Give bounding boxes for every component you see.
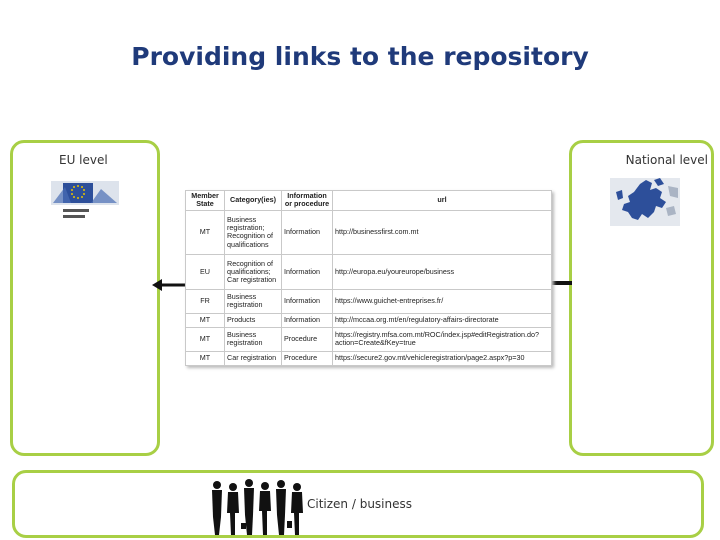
table-row: MT Business registration Procedure https…: [185, 326, 552, 353]
repository-table: Member State Category(ies) Information o…: [185, 190, 552, 366]
header-member-state: Member State: [185, 190, 225, 211]
cell-member-state: EU: [185, 254, 225, 290]
cell-member-state: MT: [185, 351, 225, 366]
cell-type: Information: [281, 312, 333, 328]
cell-member-state: MT: [185, 209, 225, 256]
cell-member-state: MT: [185, 312, 225, 328]
table-row: EU Recognition of qualifications; Car re…: [185, 254, 552, 290]
table-row: MT Car registration Procedure https://se…: [185, 351, 552, 366]
european-commission-logo-icon: [51, 181, 119, 218]
cell-type: Procedure: [281, 326, 333, 353]
cell-url[interactable]: http://businessfirst.com.mt: [332, 209, 552, 256]
header-info-procedure: Information or procedure: [281, 190, 333, 211]
citizen-business-panel: Citizen / business: [12, 470, 704, 538]
citizen-business-label: Citizen / business: [307, 497, 413, 511]
cell-type: Procedure: [281, 351, 333, 366]
people-silhouettes-icon: [212, 479, 303, 535]
page-title: Providing links to the repository: [131, 42, 589, 71]
cell-type: Information: [281, 288, 333, 314]
cell-category: Business registration; Recognition of qu…: [224, 209, 282, 256]
cell-url[interactable]: http://europa.eu/youreurope/business: [332, 254, 552, 290]
eu-level-panel: EU level: [10, 140, 160, 456]
cell-category: Business registration: [224, 326, 282, 353]
national-level-label: National level: [625, 153, 708, 167]
cell-type: Information: [281, 209, 333, 256]
header-categories: Category(ies): [224, 190, 282, 211]
cell-category: Recognition of qualifications; Car regis…: [224, 254, 282, 290]
cell-member-state: MT: [185, 326, 225, 353]
cell-category: Business registration: [224, 288, 282, 314]
cell-category: Products: [224, 312, 282, 328]
connector-to-national: [550, 281, 572, 285]
national-level-panel: National level: [569, 140, 714, 456]
eu-level-label: EU level: [59, 153, 108, 167]
cell-type: Information: [281, 254, 333, 290]
cell-url[interactable]: https://registry.mfsa.com.mt/ROC/index.j…: [332, 326, 552, 353]
table-header-row: Member State Category(ies) Information o…: [185, 190, 552, 211]
cell-url[interactable]: http://mccaa.org.mt/en/regulatory-affair…: [332, 312, 552, 328]
cell-url[interactable]: https://www.guichet-entreprises.fr/: [332, 288, 552, 314]
cell-member-state: FR: [185, 288, 225, 314]
header-url: url: [332, 190, 552, 211]
table-row: FR Business registration Information htt…: [185, 288, 552, 314]
cell-url[interactable]: https://secure2.gov.mt/vehicleregistrati…: [332, 351, 552, 366]
table-row: MT Business registration; Recognition of…: [185, 209, 552, 256]
cell-category: Car registration: [224, 351, 282, 366]
table-row: MT Products Information http://mccaa.org…: [185, 312, 552, 328]
arrow-to-eu-icon: [152, 279, 188, 291]
europe-map-icon: [610, 178, 680, 226]
